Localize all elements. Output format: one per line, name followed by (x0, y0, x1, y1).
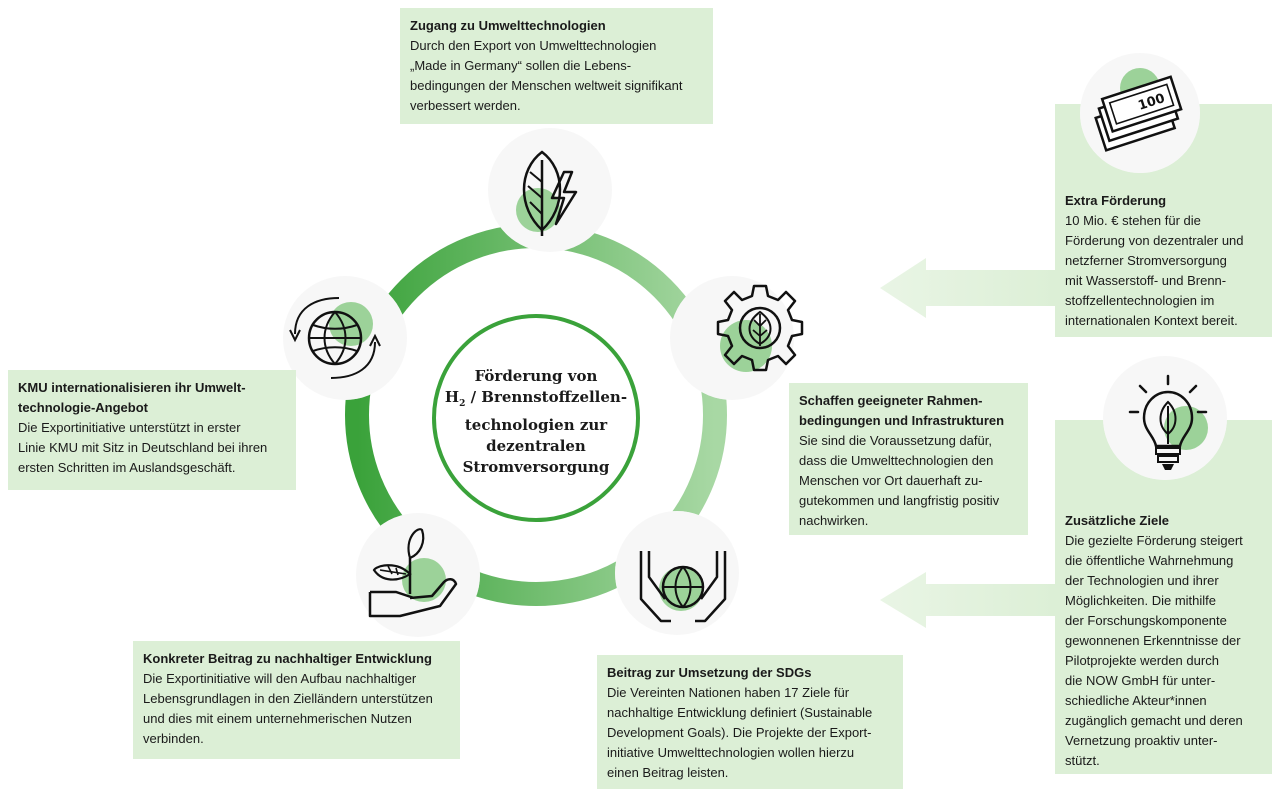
box-kmu: KMU internationalisieren ihr Umwelt- tec… (8, 370, 296, 490)
box-extra: Extra Förderung 10 Mio. € stehen für die… (1055, 183, 1272, 337)
box-extra-text: 10 Mio. € stehen für die Förderung von d… (1065, 213, 1244, 328)
hands-globe-icon (639, 551, 727, 623)
box-sdgs-text: Die Vereinten Nationen haben 17 Ziele fü… (607, 685, 873, 780)
box-extra-title: Extra Förderung (1065, 193, 1167, 208)
box-sdgs: Beitrag zur Umsetzung der SDGs Die Verei… (597, 655, 903, 789)
leaf-bolt-icon (516, 150, 578, 236)
box-konkret: Konkreter Beitrag zu nachhaltiger Entwic… (133, 641, 460, 759)
box-kmu-text: Die Exportinitiative unterstützt in erst… (18, 420, 268, 475)
box-zugang-text: Durch den Export von Umwelttechnologien … (410, 38, 683, 113)
center-line-4: dezentralen (486, 437, 586, 455)
box-zugang: Zugang zu Umwelttechnologien Durch den E… (400, 8, 713, 124)
halo-top-shade (488, 128, 612, 252)
box-ziele-title: Zusätzliche Ziele (1065, 513, 1170, 528)
center-h: H (444, 388, 460, 406)
center-title: Förderung von H2 / Brennstoffzellen- tec… (440, 366, 632, 478)
box-konkret-title: Konkreter Beitrag zu nachhaltiger Entwic… (143, 651, 432, 666)
center-line-5: Stromversorgung (462, 458, 610, 476)
box-sdgs-title: Beitrag zur Umsetzung der SDGs (607, 665, 812, 680)
hand-plant-icon (368, 528, 458, 618)
box-ziele: Zusätzliche Ziele Die gezielte Förderung… (1055, 503, 1272, 774)
globe-cycle-icon (289, 297, 381, 379)
box-kmu-title: KMU internationalisieren ihr Umwelt- tec… (18, 380, 246, 415)
center-line-2: H2 / Brennstoffzellen- (440, 387, 632, 415)
box-konkret-text: Die Exportinitiative will den Aufbau nac… (143, 671, 433, 746)
arrow-extra (880, 258, 1056, 318)
box-ziele-text: Die gezielte Förderung steigert die öffe… (1065, 533, 1243, 768)
center-circle (432, 314, 640, 522)
center-line-3: technologien zur (464, 416, 608, 434)
banknotes-icon: 100 (1094, 68, 1183, 152)
lightbulb-leaf-icon (1128, 374, 1208, 470)
box-schaffen: Schaffen geeigneter Rahmen- bedingungen … (789, 383, 1028, 535)
gear-leaf-icon (716, 284, 804, 372)
box-schaffen-text: Sie sind die Voraussetzung dafür, dass d… (799, 433, 1000, 528)
arrow-ziele (880, 572, 1056, 628)
center-h-sub: 2 (459, 399, 466, 409)
center-line-1: Förderung von (474, 367, 598, 385)
box-schaffen-title: Schaffen geeigneter Rahmen- bedingungen … (799, 393, 1005, 428)
box-zugang-title: Zugang zu Umwelttechnologien (410, 18, 606, 33)
center-line-2-rest: / Brennstoffzellen- (465, 388, 628, 406)
